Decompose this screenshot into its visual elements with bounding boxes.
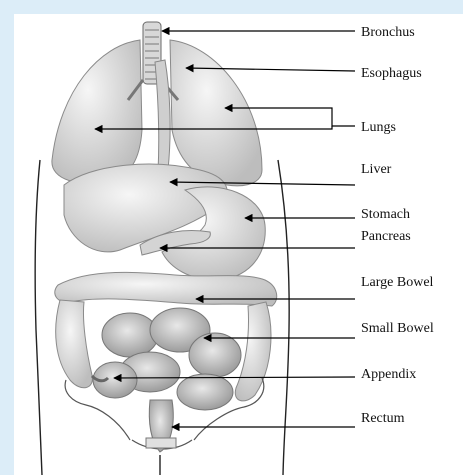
label-bronchus: Bronchus (361, 25, 415, 40)
esophagus-organ (155, 60, 170, 172)
label-small-bowel: Small Bowel (361, 321, 434, 336)
label-pancreas: Pancreas (361, 229, 411, 244)
label-rectum: Rectum (361, 411, 405, 426)
label-group: Bronchus Esophagus Lungs Liver Stomach P… (361, 25, 434, 426)
large-bowel-organ (55, 272, 277, 306)
rectum-base (146, 438, 176, 448)
label-stomach: Stomach (361, 207, 410, 222)
label-lungs: Lungs (361, 120, 396, 135)
label-liver: Liver (361, 162, 392, 177)
label-large-bowel: Large Bowel (361, 275, 434, 290)
ascending-colon (56, 300, 93, 388)
small-bowel-organ (93, 308, 241, 410)
label-esophagus: Esophagus (361, 66, 422, 81)
label-appendix: Appendix (361, 367, 416, 382)
